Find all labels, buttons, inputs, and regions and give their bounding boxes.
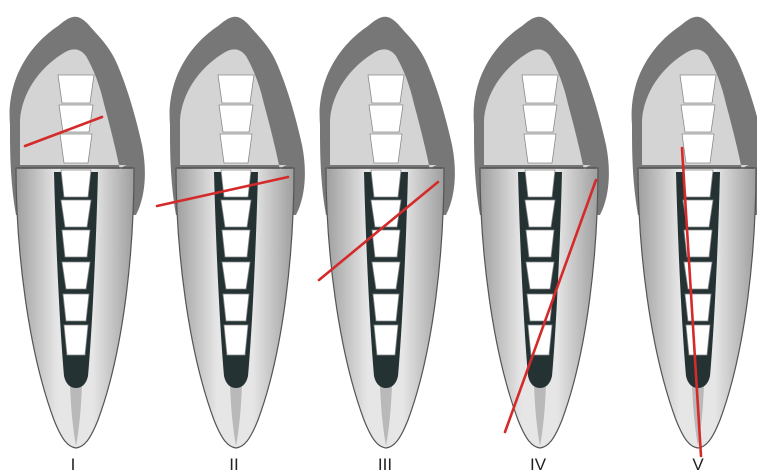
post-segment-3 <box>370 134 402 163</box>
post-segment-9 <box>686 325 710 355</box>
post-segment-7 <box>372 262 400 289</box>
tooth-label-1: I <box>53 455 93 475</box>
tooth-2 <box>157 17 305 448</box>
post-segment-5 <box>371 200 401 227</box>
post-segment-6 <box>222 230 250 257</box>
post-segment-9 <box>374 325 398 355</box>
post-segment-2 <box>681 105 715 132</box>
post-segment-4 <box>221 170 251 197</box>
post-segment-3 <box>60 134 92 163</box>
post-segment-9 <box>64 325 88 355</box>
tooth-label-4: IV <box>518 455 558 475</box>
tooth-5 <box>632 17 757 456</box>
post-segment-1 <box>680 75 716 103</box>
post-segment-7 <box>62 262 90 289</box>
post-segment-4 <box>683 170 713 197</box>
post-segment-3 <box>220 134 252 163</box>
post-segment-4 <box>61 170 91 197</box>
post-segment-5 <box>525 200 555 227</box>
post-segment-1 <box>522 75 558 103</box>
post-segment-6 <box>526 230 554 257</box>
post-segment-3 <box>524 134 556 163</box>
post-segment-2 <box>219 105 253 132</box>
post-segment-2 <box>369 105 403 132</box>
post-segment-2 <box>523 105 557 132</box>
post-segment-4 <box>525 170 555 197</box>
post-segment-3 <box>682 134 714 163</box>
post-segment-5 <box>221 200 251 227</box>
post-segment-8 <box>63 294 89 321</box>
post-segment-1 <box>368 75 404 103</box>
post-segment-7 <box>222 262 250 289</box>
post-segment-1 <box>58 75 94 103</box>
post-segment-8 <box>685 294 711 321</box>
post-segment-9 <box>528 325 552 355</box>
tooth-1 <box>10 17 145 448</box>
post-segment-1 <box>218 75 254 103</box>
post-segment-6 <box>62 230 90 257</box>
post-segment-5 <box>61 200 91 227</box>
post-segment-9 <box>224 325 248 355</box>
tooth-4 <box>474 17 609 448</box>
tooth-label-5: V <box>678 455 718 475</box>
tooth-3 <box>319 17 455 448</box>
tooth-label-2: II <box>214 455 254 475</box>
tooth-label-3: III <box>365 455 405 475</box>
post-segment-4 <box>371 170 401 197</box>
post-segment-8 <box>373 294 399 321</box>
post-segment-7 <box>526 262 554 289</box>
post-segment-8 <box>223 294 249 321</box>
